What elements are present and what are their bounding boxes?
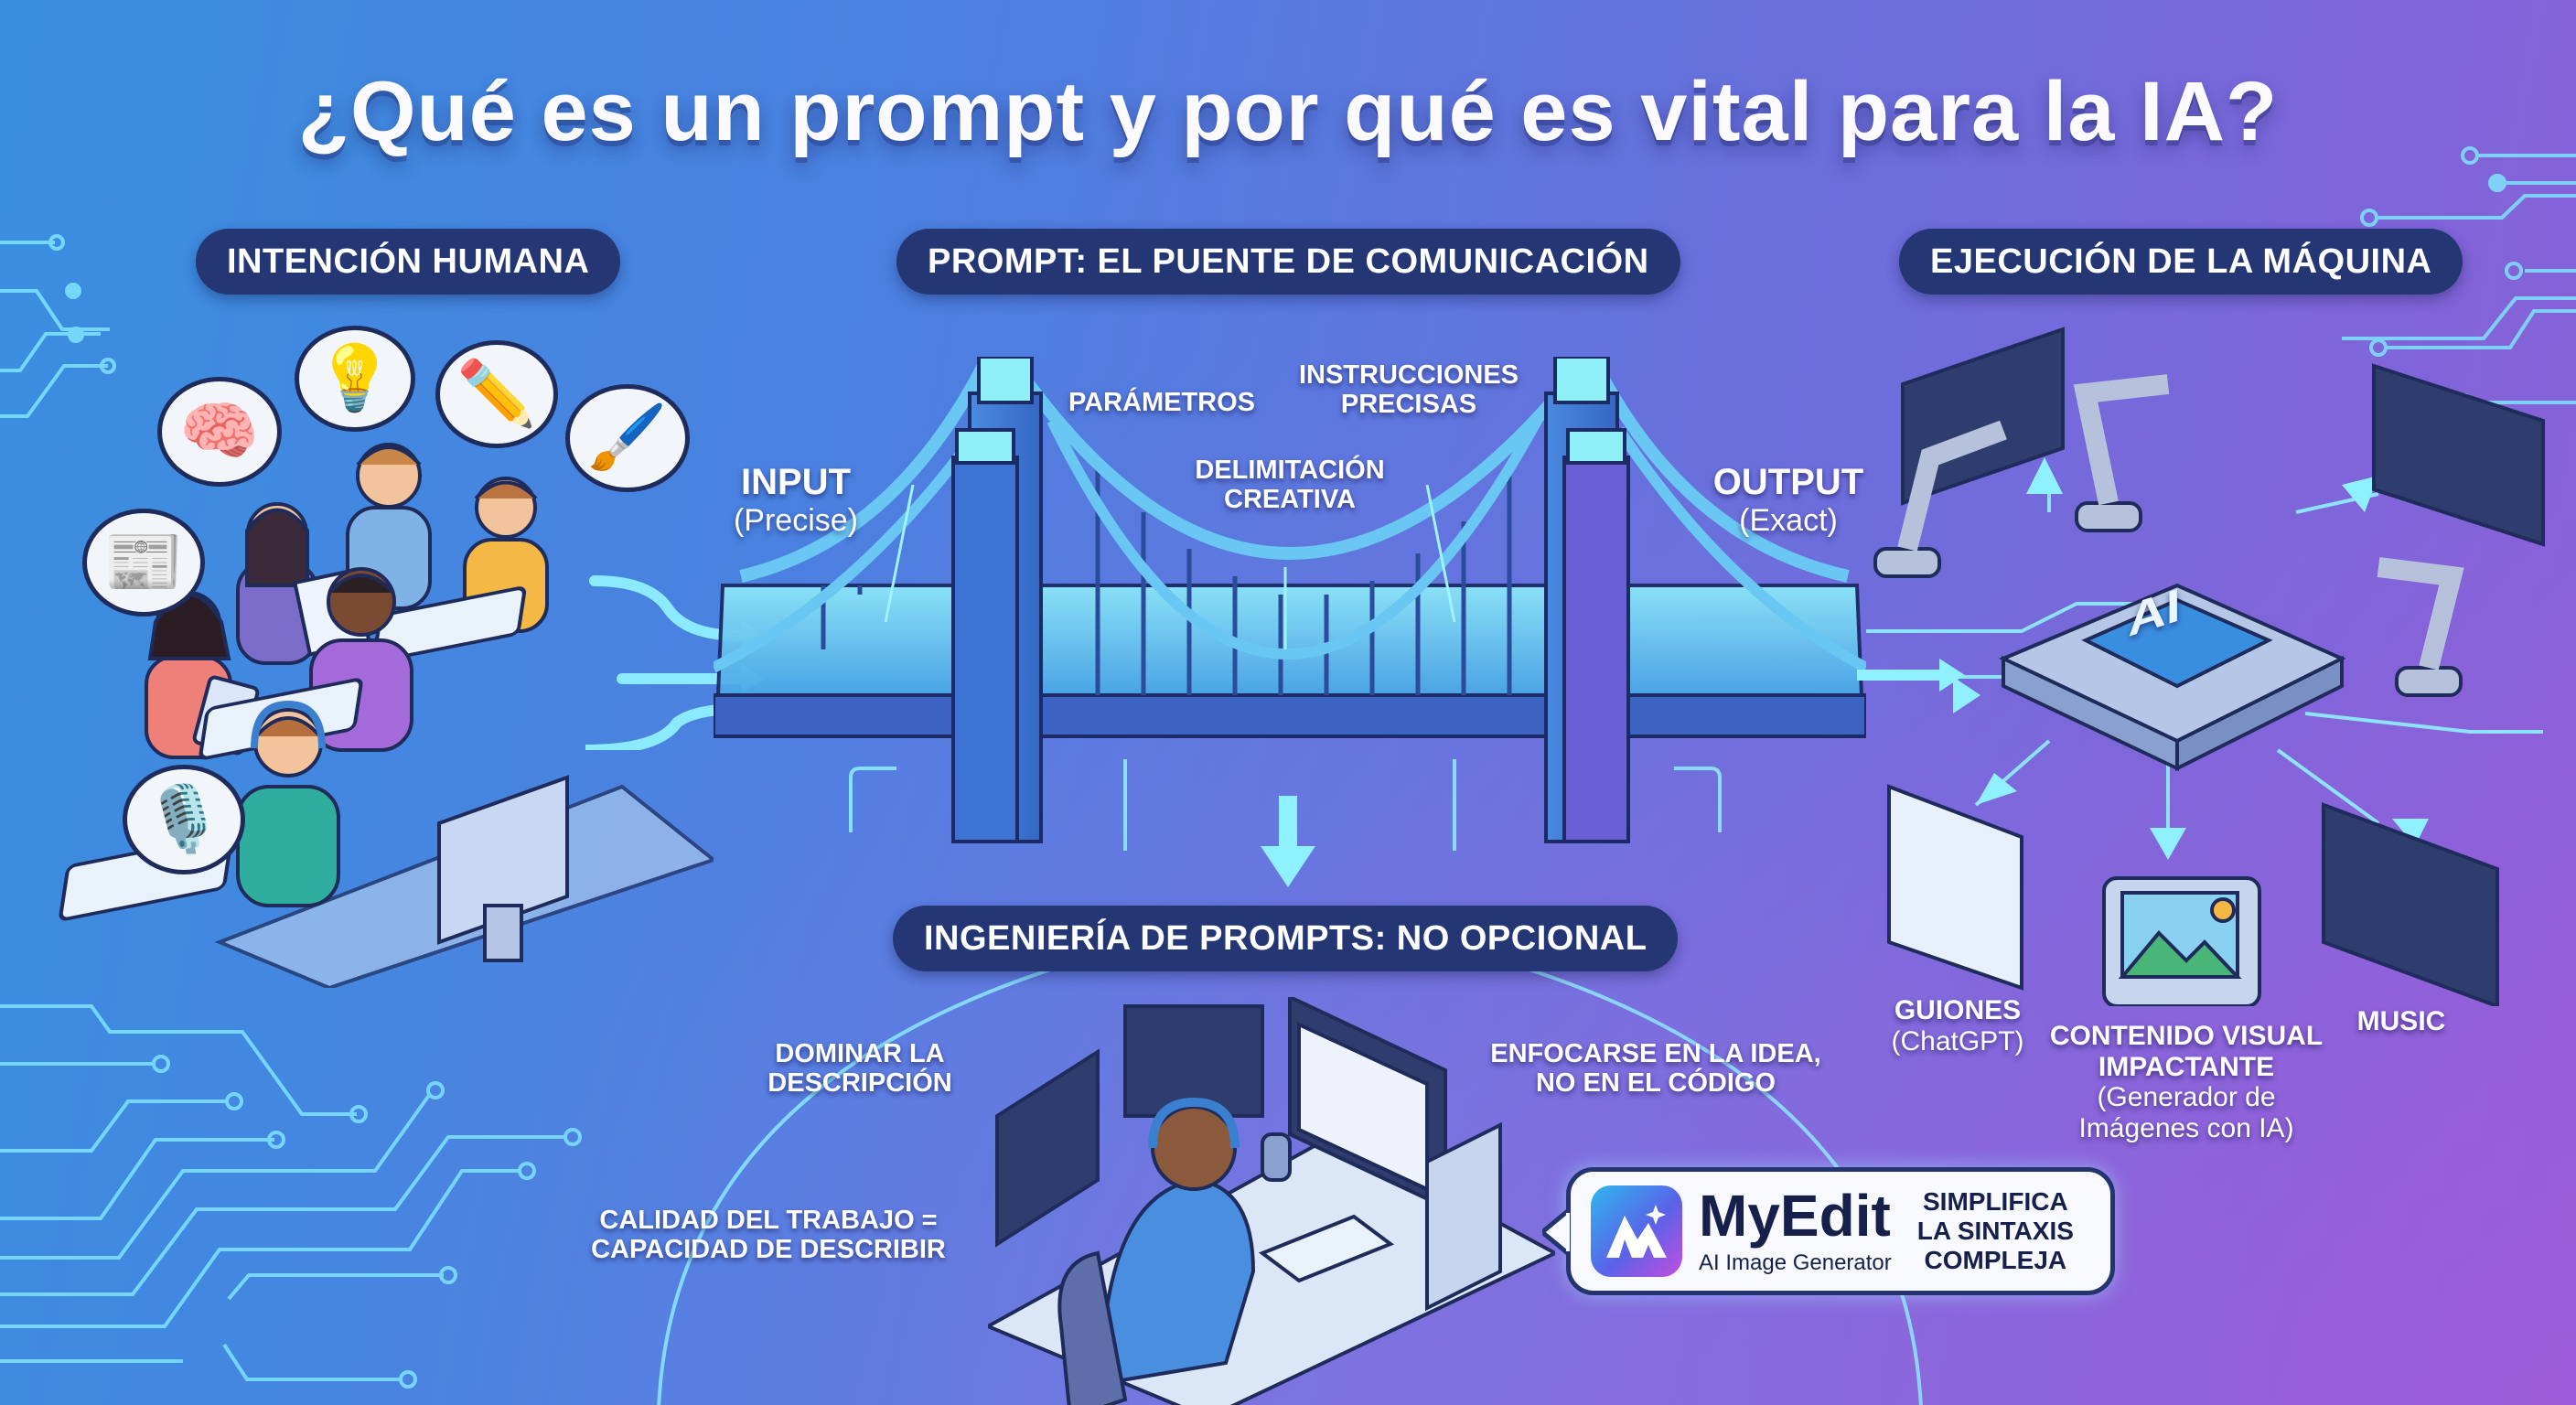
people-working-illustration [59, 443, 714, 988]
section-pill-human-intention: INTENCIÓN HUMANA [196, 229, 621, 295]
myedit-logo-icon [1591, 1185, 1682, 1277]
down-arrow-icon [1261, 796, 1315, 887]
callout-pointer [1542, 1209, 1570, 1255]
delimitacion-creativa-label: DELIMITACIÓN CREATIVA [1195, 456, 1385, 515]
microphone-icon: 🎙️ [123, 765, 245, 874]
section-pill-prompt-engineering: INGENIERÍA DE PROMPTS: NO OPCIONAL [893, 906, 1679, 971]
output-guiones-label: GUIONES (ChatGPT) [1891, 995, 2024, 1056]
lightbulb-icon: 💡 [295, 326, 415, 432]
parametros-label: PARÁMETROS [1068, 388, 1256, 417]
myedit-tagline: AI Image Generator [1699, 1250, 1892, 1275]
page-title: ¿Qué es un prompt y por qué es vital par… [297, 65, 2279, 158]
output-contenido-visual-label: CONTENIDO VISUAL IMPACTANTE (Generador d… [2049, 1021, 2324, 1143]
section-pill-prompt-bridge: PROMPT: EL PUENTE DE COMUNICACIÓN [896, 229, 1680, 295]
output-music-label: MUSIC [2356, 1006, 2446, 1036]
ai-chip-robots-illustration [1866, 327, 2545, 1006]
brain-icon: 🧠 [157, 377, 282, 487]
input-label: INPUT (Precise) [733, 462, 859, 538]
myedit-brand-name: MyEdit [1699, 1183, 1891, 1249]
paintbrush-icon: 🖌️ [565, 384, 690, 492]
enfocarse-idea-label: ENFOCARSE EN LA IDEA, NO EN EL CÓDIGO [1490, 1039, 1821, 1099]
myedit-callout: MyEdit AI Image Generator SIMPLIFICA LA … [1566, 1167, 2115, 1295]
calidad-trabajo-label: CALIDAD DEL TRABAJO = CAPACIDAD DE DESCR… [591, 1206, 946, 1265]
myedit-slogan: SIMPLIFICA LA SINTAXIS COMPLEJA [1916, 1186, 2074, 1275]
suspension-bridge-illustration [714, 357, 1866, 851]
document-icon: 📰 [82, 509, 205, 617]
developer-at-desk-illustration [988, 997, 1555, 1405]
pencil-icon: ✏️ [435, 340, 558, 448]
dominar-descripcion-label: DOMINAR LA DESCRIPCIÓN [767, 1039, 952, 1099]
section-pill-machine-execution: EJECUCIÓN DE LA MÁQUINA [1899, 229, 2463, 295]
instrucciones-precisas-label: INSTRUCCIONES PRECISAS [1298, 360, 1519, 420]
output-label: OUTPUT (Exact) [1712, 462, 1864, 538]
output-flow-arrow [1857, 659, 1965, 692]
